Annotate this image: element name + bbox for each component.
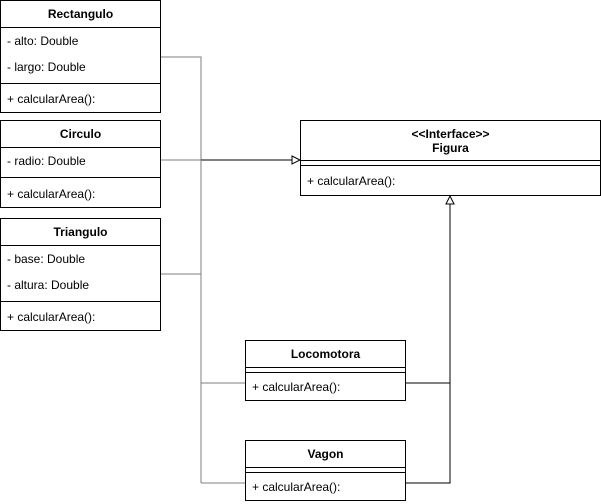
- interface-figura-empty-attributes: [301, 161, 600, 166]
- realization-arrowhead-figura-bottom: [445, 194, 455, 205]
- interface-figura-method-calculararea: + calcularArea():: [307, 174, 396, 188]
- class-vagon-empty-attributes: [246, 468, 405, 473]
- class-circulo[interactable]: Circulo - radio: Double + calcularArea()…: [0, 120, 161, 208]
- class-circulo-method-calculararea: + calcularArea():: [7, 187, 96, 201]
- class-triangulo-attr-base: - base: Double: [7, 252, 86, 266]
- class-circulo-attributes: - radio: Double: [1, 148, 160, 178]
- interface-figura[interactable]: <<Interface>> Figura + calcularArea():: [300, 120, 601, 196]
- class-locomotora[interactable]: Locomotora + calcularArea():: [245, 340, 406, 401]
- class-rectangulo-name: Rectangulo: [47, 7, 114, 21]
- class-rectangulo-header: Rectangulo: [1, 1, 160, 28]
- realization-arrowhead-figura-left: [291, 155, 302, 165]
- class-rectangulo-attr-largo: - largo: Double: [7, 60, 86, 74]
- class-locomotora-methods: + calcularArea():: [246, 373, 405, 400]
- class-rectangulo-methods: + calcularArea():: [1, 84, 160, 112]
- class-locomotora-header: Locomotora: [246, 341, 405, 368]
- class-vagon-methods: + calcularArea():: [246, 473, 405, 500]
- class-rectangulo-method-calculararea: + calcularArea():: [7, 92, 96, 106]
- class-vagon-header: Vagon: [246, 441, 405, 468]
- class-triangulo-attr-altura: - altura: Double: [7, 278, 90, 292]
- class-vagon-name: Vagon: [307, 447, 344, 461]
- class-circulo-attr-radio: - radio: Double: [7, 154, 86, 168]
- class-triangulo-method-calculararea: + calcularArea():: [7, 310, 96, 324]
- class-triangulo-name: Triangulo: [53, 225, 108, 239]
- class-locomotora-method-calculararea: + calcularArea():: [252, 380, 341, 394]
- class-circulo-methods: + calcularArea():: [1, 178, 160, 207]
- class-locomotora-name: Locomotora: [290, 347, 361, 361]
- locomotora-realization-line: [405, 204, 451, 384]
- interface-figura-name: Figura: [432, 140, 469, 155]
- class-triangulo-attributes: - base: Double - altura: Double: [1, 246, 160, 302]
- class-vagon[interactable]: Vagon + calcularArea():: [245, 440, 406, 501]
- interface-figura-header: <<Interface>> Figura: [301, 121, 600, 161]
- triangulo-realization-line: [160, 160, 202, 275]
- class-circulo-name: Circulo: [59, 127, 102, 141]
- class-rectangulo-attr-alto: - alto: Double: [7, 34, 79, 48]
- class-vagon-method-calculararea: + calcularArea():: [252, 480, 341, 494]
- vagon-realization-line: [405, 383, 451, 484]
- class-rectangulo[interactable]: Rectangulo - alto: Double - largo: Doubl…: [0, 0, 161, 113]
- rectangulo-realization-line: [160, 56, 202, 160]
- class-triangulo[interactable]: Triangulo - base: Double - altura: Doubl…: [0, 218, 161, 331]
- interface-figura-stereotype: <<Interface>>: [411, 126, 490, 141]
- class-circulo-header: Circulo: [1, 121, 160, 148]
- class-locomotora-empty-attributes: [246, 368, 405, 373]
- interface-figura-methods: + calcularArea():: [301, 166, 600, 195]
- class-triangulo-header: Triangulo: [1, 219, 160, 246]
- class-triangulo-methods: + calcularArea():: [1, 302, 160, 330]
- class-rectangulo-attributes: - alto: Double - largo: Double: [1, 28, 160, 84]
